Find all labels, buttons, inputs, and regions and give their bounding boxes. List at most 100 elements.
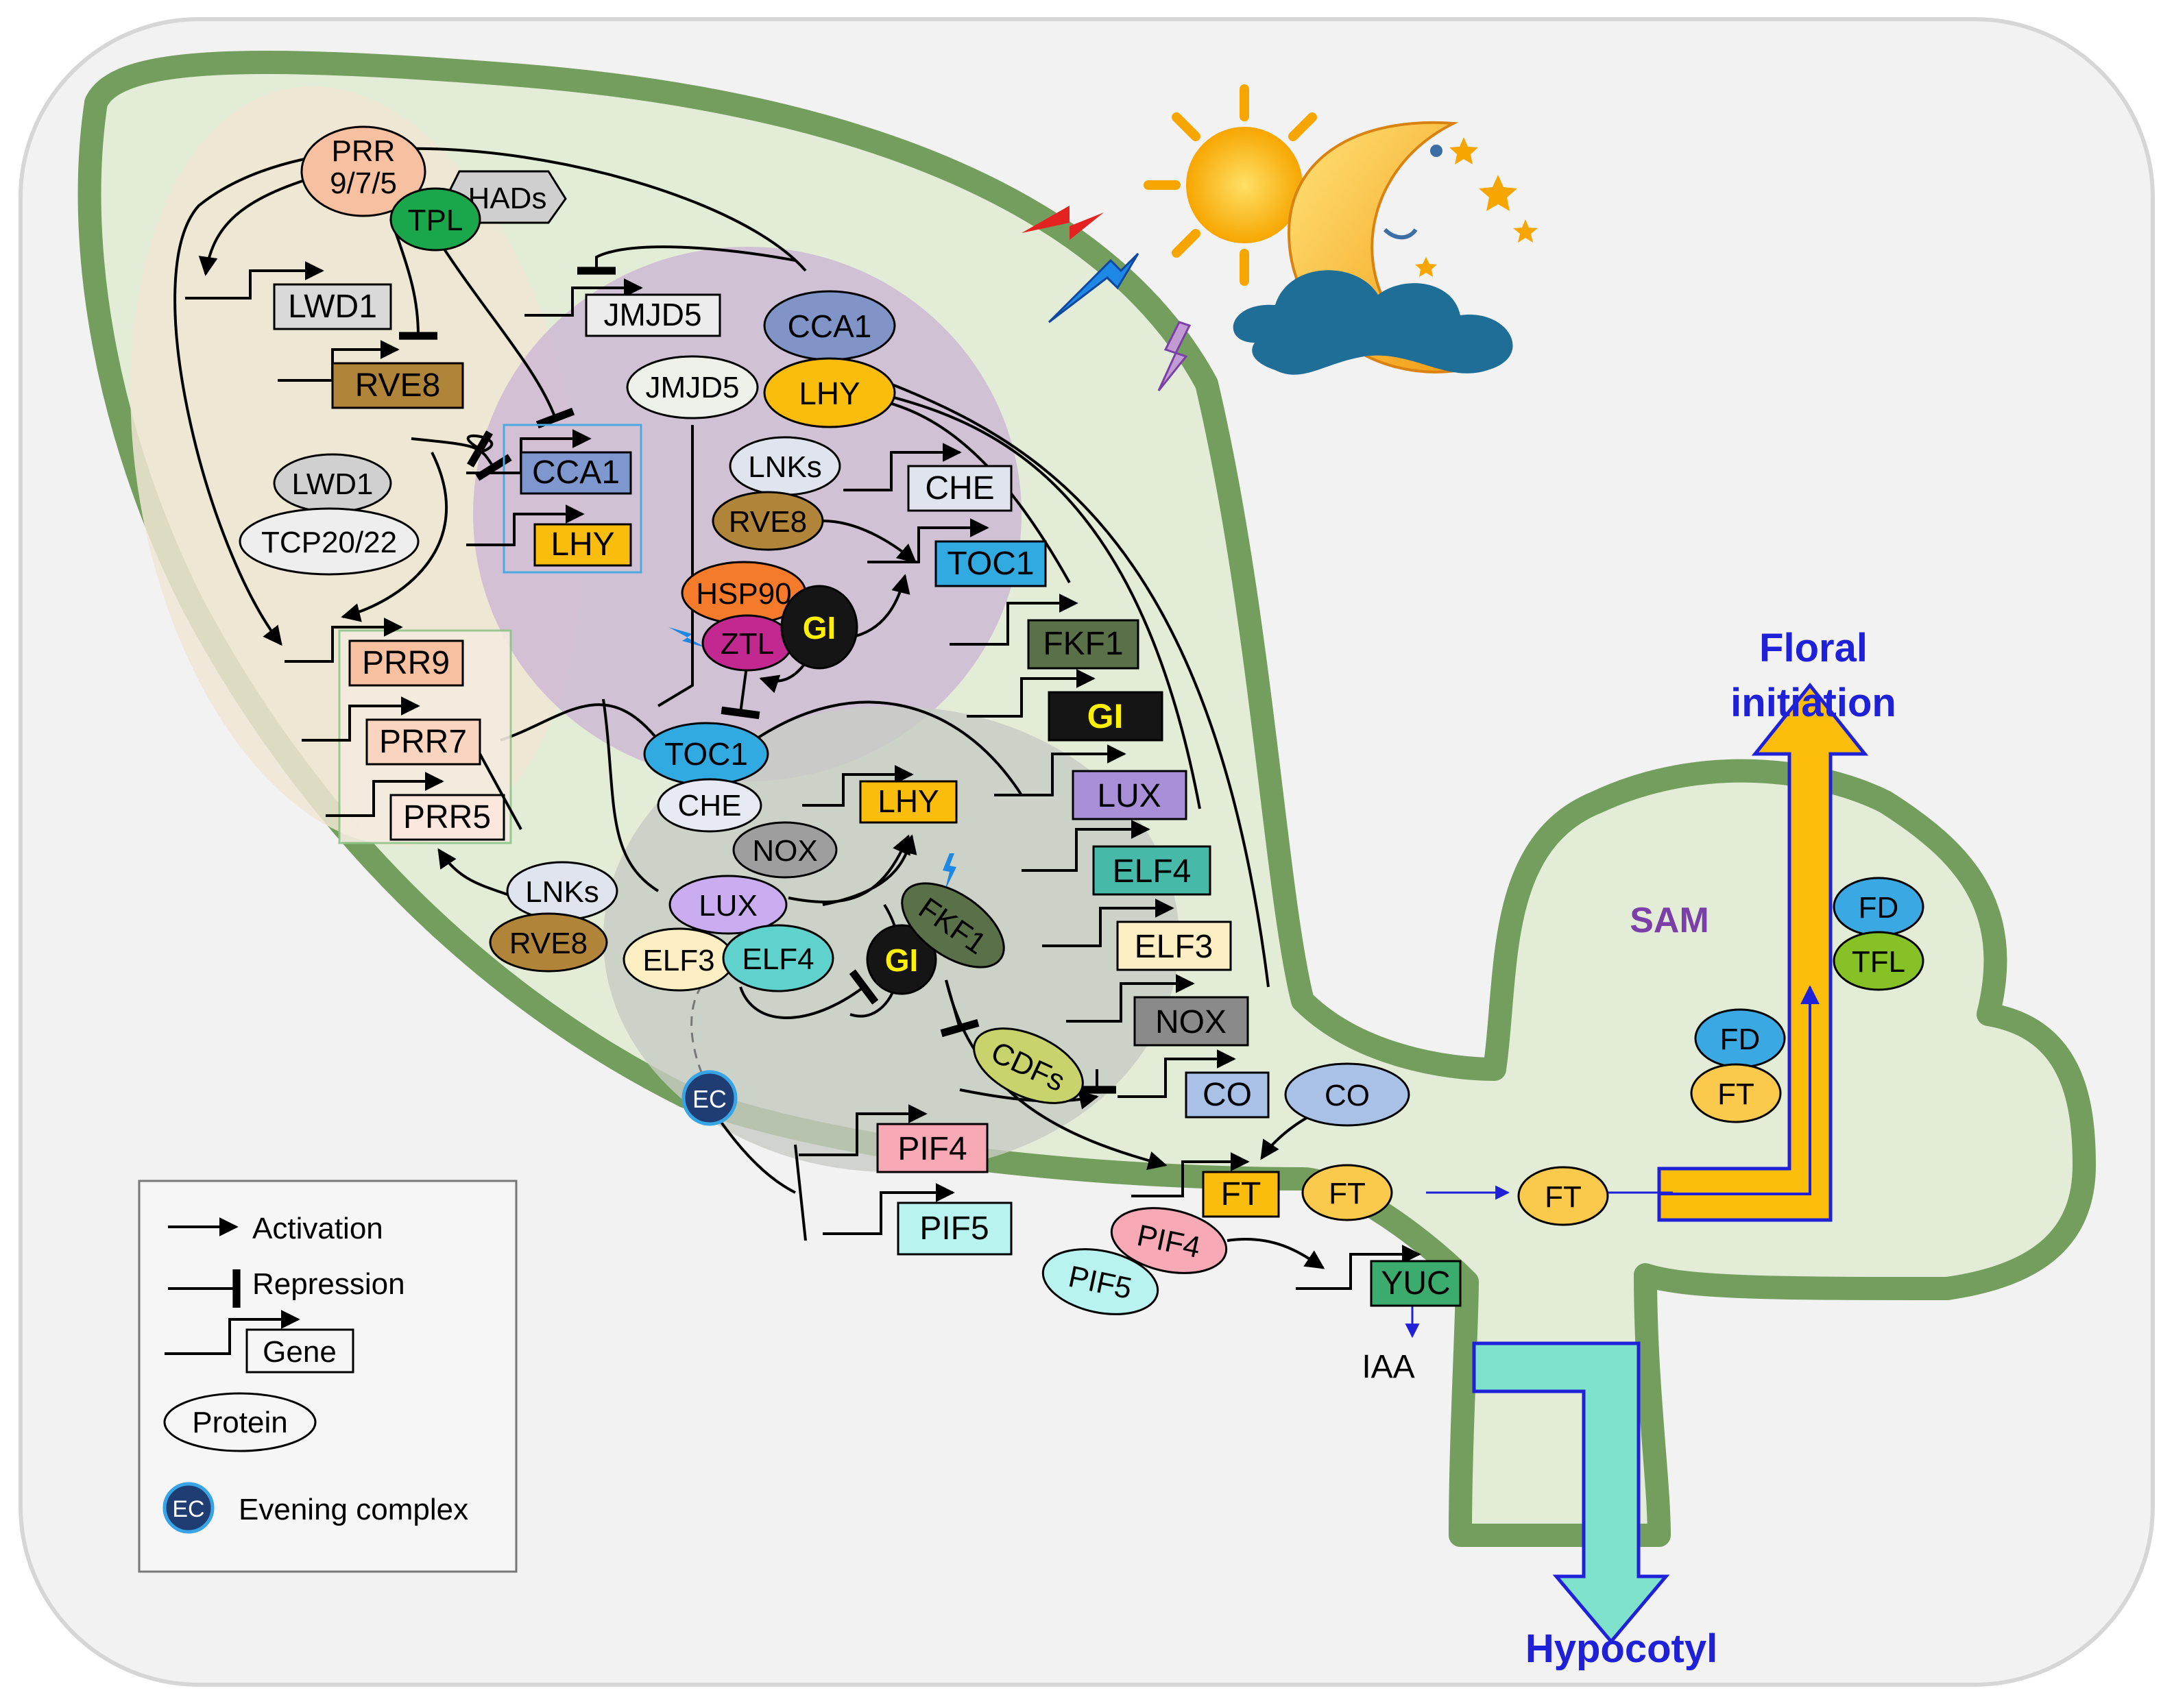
protein-pif4: PIF4 [1110, 1207, 1228, 1274]
protein-ft-leaf: FT [1301, 1164, 1393, 1221]
gene-pif4: PIF4 [799, 1104, 989, 1173]
svg-text:LNKs: LNKs [525, 875, 599, 909]
svg-text:EC: EC [692, 1085, 727, 1113]
gene-nox-label: NOX [1155, 1004, 1227, 1040]
gene-co-label: CO [1203, 1077, 1252, 1113]
svg-text:FT: FT [1545, 1180, 1582, 1214]
gene-gi-label: GI [1087, 697, 1124, 735]
lightning-ztl-icon [668, 627, 706, 648]
svg-text:GI: GI [885, 942, 919, 978]
floral-initiation-line2: initiation [1730, 681, 1896, 725]
gene-cca1-label: CCA1 [532, 454, 620, 491]
gene-prr9-label: PRR9 [362, 645, 450, 681]
protein-gi-mid: GI [780, 585, 858, 670]
gene-rve8: RVE8 [278, 340, 464, 409]
hypocotyl-label: Hypocotyl [1525, 1626, 1717, 1671]
protein-elf4: ELF4 [722, 924, 834, 992]
gene-toc1-label: TOC1 [947, 546, 1034, 582]
svg-text:JMJD5: JMJD5 [646, 371, 740, 404]
legend-activation-text: Activation [252, 1212, 383, 1245]
legend-protein-symbol [163, 1392, 317, 1452]
protein-co: CO [1284, 1062, 1410, 1127]
gene-pif4-label: PIF4 [897, 1131, 967, 1167]
iaa-label: IAA [1362, 1349, 1414, 1385]
lightning-blue-icon [1048, 252, 1139, 324]
svg-text:PRR: PRR [332, 134, 396, 168]
gene-elf4: ELF4 [1022, 820, 1211, 896]
gene-nox: NOX [1066, 974, 1249, 1047]
gene-lhy-low-label: LHY [878, 783, 939, 819]
protein-rve8-mid: RVE8 [712, 491, 824, 551]
sam-label: SAM [1630, 901, 1709, 940]
gene-yuc: YUC [1296, 1245, 1462, 1307]
protein-lnks-mid: LNKs [729, 436, 841, 496]
legend-gene-symbol [165, 1310, 300, 1355]
legend-evening-complex-text: Evening complex [239, 1493, 468, 1526]
gene-gi: GI [967, 669, 1163, 742]
gene-lwd1-label: LWD1 [288, 289, 377, 325]
protein-rve8-low: RVE8 [489, 912, 608, 973]
svg-text:9/7/5: 9/7/5 [330, 167, 397, 200]
gene-toc1: TOC1 [867, 518, 1047, 587]
gene-che: CHE [843, 443, 1013, 512]
protein-lhy-top: LHY [763, 357, 896, 428]
gene-lux-label: LUX [1097, 778, 1161, 814]
protein-elf3: ELF3 [623, 927, 735, 992]
svg-text:TFL: TFL [1852, 945, 1905, 979]
protein-fd-low: FD [1694, 1008, 1786, 1069]
gene-ft: FT [1131, 1152, 1280, 1218]
svg-text:HADs: HADs [468, 182, 547, 215]
lightning-small-icon [943, 853, 956, 891]
protein-che: CHE [657, 778, 762, 833]
svg-text:LNKs: LNKs [748, 450, 822, 484]
svg-text:FT: FT [1329, 1177, 1366, 1210]
protein-cca1-top: CCA1 [763, 290, 896, 361]
protein-fd-top: FD [1833, 877, 1924, 937]
svg-text:LWD1: LWD1 [292, 467, 374, 501]
svg-text:TPL: TPL [408, 204, 463, 237]
star-icon [1415, 137, 1538, 277]
protein-tcp2022: TCP20/22 [239, 507, 420, 576]
protein-ft-sam: FT [1517, 1166, 1609, 1226]
svg-text:ELF3: ELF3 [642, 944, 714, 977]
floral-initiation-line1: Floral [1759, 626, 1868, 670]
gene-ft-label: FT [1221, 1176, 1261, 1212]
protein-nox: NOX [732, 821, 838, 879]
gene-elf4-label: ELF4 [1113, 853, 1192, 890]
protein-pif5: PIF5 [1041, 1248, 1159, 1315]
gene-pif5: PIF5 [794, 1144, 1013, 1256]
lightning-red-icon [1022, 206, 1104, 240]
gene-che-label: CHE [925, 470, 994, 507]
hypocotyl-arrow [1472, 1341, 1670, 1644]
gene-prr7-label: PRR7 [379, 724, 467, 760]
legend-ec-badge [162, 1482, 215, 1534]
gene-cca1-lhy-box: CCA1 LHY [466, 424, 642, 574]
floral-arrow-inner [1659, 985, 1820, 1195]
gene-lhy-low: LHY [802, 765, 958, 824]
gene-prr5-label: PRR5 [403, 799, 491, 835]
svg-text:LUX: LUX [699, 889, 758, 923]
legend: Activation Repression Gene Protein EC Ev… [138, 1180, 518, 1573]
gene-co: CO [1118, 1049, 1270, 1119]
lightning-purple-icon [1157, 321, 1192, 391]
protein-tpl: TPL [389, 187, 481, 252]
gene-prr7: PRR7 [302, 696, 481, 766]
protein-prr975: PRR 9/7/5 [300, 125, 426, 217]
svg-text:FD: FD [1720, 1023, 1761, 1056]
regulatory-edges [173, 147, 1673, 1339]
protein-tfl: TFL [1833, 931, 1924, 991]
gene-lhy-label: LHY [551, 526, 614, 563]
protein-lux: LUX [668, 875, 788, 935]
gene-rve8-label: RVE8 [355, 367, 441, 404]
svg-text:TCP20/22: TCP20/22 [261, 526, 397, 559]
floral-arrow [1657, 682, 1869, 1222]
svg-text:FT: FT [1717, 1077, 1754, 1111]
protein-lnks-low: LNKs [506, 861, 618, 921]
cloud-icon [1233, 270, 1513, 375]
svg-text:HSP90: HSP90 [696, 577, 791, 611]
protein-jmjd5: JMJD5 [626, 355, 759, 419]
svg-text:RVE8: RVE8 [729, 505, 807, 539]
gene-elf3-label: ELF3 [1135, 929, 1213, 965]
svg-text:CCA1: CCA1 [788, 308, 872, 344]
svg-text:TOC1: TOC1 [664, 736, 748, 772]
